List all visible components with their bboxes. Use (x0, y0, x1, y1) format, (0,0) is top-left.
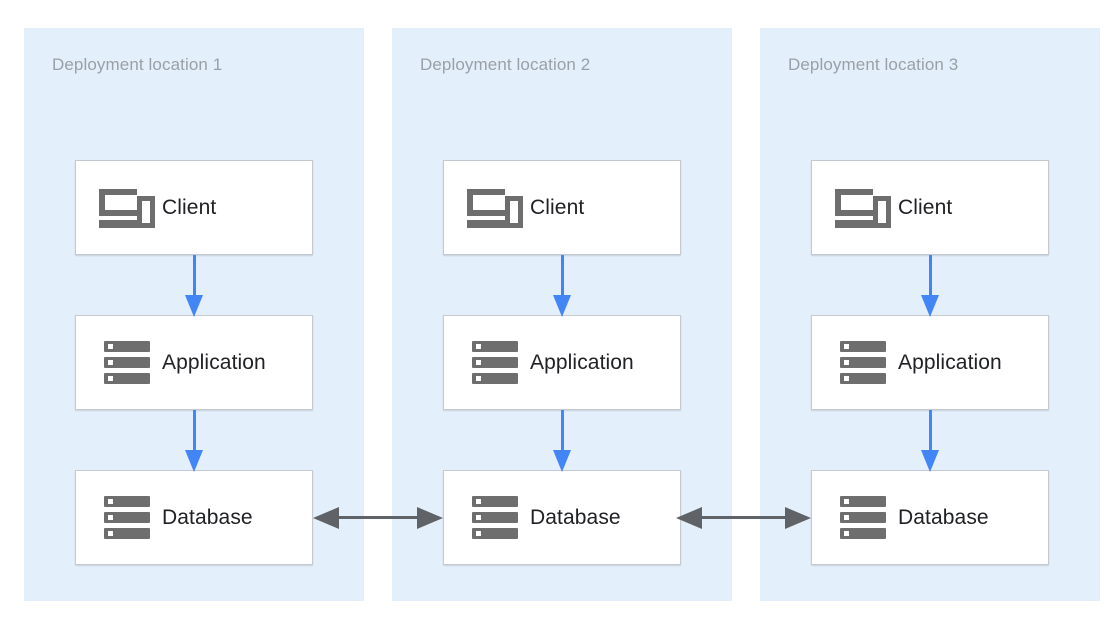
node-database-2[interactable]: Database (443, 470, 681, 565)
arrow-application-2-to-database-2 (551, 410, 573, 472)
node-database-2-label: Database (530, 505, 621, 529)
arrow-application-3-to-database-3 (919, 410, 941, 472)
node-application-2[interactable]: Application (443, 315, 681, 410)
arrow-database-2-to-database-3 (676, 507, 811, 529)
deployment-location-1-title: Deployment location 1 (52, 55, 223, 74)
server-icon (460, 494, 530, 542)
devices-icon (460, 184, 530, 232)
devices-icon (92, 184, 162, 232)
deployment-location-2-title: Deployment location 2 (420, 55, 591, 74)
server-icon (460, 339, 530, 387)
node-database-3-label: Database (898, 505, 989, 529)
node-client-2-label: Client (530, 195, 585, 219)
node-application-3-label: Application (898, 350, 1002, 374)
deployment-location-3-title: Deployment location 3 (788, 55, 959, 74)
server-icon (828, 494, 898, 542)
node-application-1-label: Application (162, 350, 266, 374)
arrow-client-3-to-application-3 (919, 255, 941, 317)
node-client-1[interactable]: Client (75, 160, 313, 255)
node-client-2[interactable]: Client (443, 160, 681, 255)
node-client-3[interactable]: Client (811, 160, 1049, 255)
server-icon (92, 339, 162, 387)
server-icon (828, 339, 898, 387)
node-database-1[interactable]: Database (75, 470, 313, 565)
node-application-2-label: Application (530, 350, 634, 374)
arrow-database-1-to-database-2 (313, 507, 443, 529)
node-application-1[interactable]: Application (75, 315, 313, 410)
node-client-3-label: Client (898, 195, 953, 219)
node-client-1-label: Client (162, 195, 217, 219)
arrow-client-2-to-application-2 (551, 255, 573, 317)
arrow-application-1-to-database-1 (183, 410, 205, 472)
node-application-3[interactable]: Application (811, 315, 1049, 410)
server-icon (92, 494, 162, 542)
node-database-1-label: Database (162, 505, 253, 529)
devices-icon (828, 184, 898, 232)
arrow-client-1-to-application-1 (183, 255, 205, 317)
node-database-3[interactable]: Database (811, 470, 1049, 565)
